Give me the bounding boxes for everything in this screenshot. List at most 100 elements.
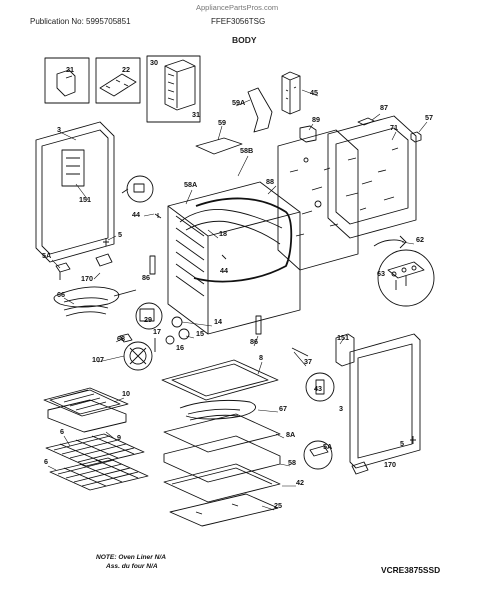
callout-18: 18: [219, 229, 227, 238]
part-45-vent-duct: [281, 71, 301, 115]
callout-62: 62: [416, 235, 424, 244]
part-37-pin: [291, 347, 309, 357]
callout-68: 68: [117, 334, 125, 343]
part-151-right-bracket: [335, 333, 355, 367]
part-9-broiler-pan: [47, 399, 127, 433]
part-107-fan-cover: [123, 341, 153, 371]
part-25-kick-panel: [169, 493, 279, 527]
part-68-fan-blade: [119, 333, 133, 343]
part-86-spacer: [149, 255, 156, 275]
callout-37: 37: [304, 357, 312, 366]
callout-58A: 58A: [184, 180, 197, 189]
part-5A-right-leg: [303, 440, 333, 470]
publication-number: Publication No: 5995705851: [30, 17, 131, 26]
callout-42: 42: [296, 478, 304, 487]
callout-58: 58: [288, 458, 296, 467]
callout-43: 43: [314, 384, 322, 393]
part-5-screw: [103, 238, 109, 246]
callout-9: 9: [117, 433, 121, 442]
part-29-relay: [135, 302, 163, 330]
part-57-clip: [410, 131, 422, 143]
callout-29: 29: [144, 315, 152, 324]
callout-21: 21: [66, 65, 74, 74]
site-watermark: AppliancePartsPros.com: [196, 3, 279, 12]
part-5A-leveling-leg: [55, 262, 71, 280]
callout-25: 25: [274, 501, 282, 510]
callout-labels: 21 22 30 31 45 59A 59 87 89 71 57 3 151 …: [42, 58, 433, 510]
part-14-bulb: [171, 316, 183, 328]
part-42-bottom: [163, 463, 281, 503]
callout-57: 57: [425, 113, 433, 122]
callout-58B: 58B: [240, 146, 253, 155]
callout-107: 107: [92, 355, 104, 364]
callout-45: 45: [310, 88, 318, 97]
part-6-oven-rack-upper: [45, 433, 145, 467]
callout-170-left: 170: [81, 274, 93, 283]
callout-71: 71: [390, 123, 398, 132]
callout-86-left: 86: [142, 273, 150, 282]
part-3-right-side-panel: [349, 333, 421, 469]
part-21-bracket: [44, 57, 90, 104]
part-10-broiler-drawer: [43, 387, 129, 417]
callout-86-right: 86: [250, 337, 258, 346]
callout-30: 30: [150, 58, 158, 67]
callout-6-lower: 6: [44, 457, 48, 466]
part-170-right-leg: [351, 461, 369, 475]
callout-88: 88: [266, 177, 274, 186]
callout-6-upper: 6: [60, 427, 64, 436]
callout-87: 87: [380, 103, 388, 112]
part-59A-duct: [247, 87, 273, 133]
part-8-top-panel: [161, 359, 279, 401]
callout-31: 31: [192, 110, 200, 119]
callout-59: 59: [218, 118, 226, 127]
part-43-bolt: [305, 372, 335, 402]
part-22-bracket: [95, 57, 141, 104]
diagram-code: VCRE3875SSD: [381, 565, 441, 575]
callout-59A: 59A: [232, 98, 245, 107]
callout-151-left: 151: [79, 195, 91, 204]
callout-17: 17: [153, 327, 161, 336]
footnote-line-1: NOTE: Oven Liner N/A: [96, 554, 166, 561]
part-86b-spacer: [255, 315, 262, 335]
callout-89: 89: [312, 115, 320, 124]
part-58-lower-wrapper: [163, 435, 281, 483]
part-66-bake-element: [53, 286, 137, 317]
part-44b-screw: [221, 254, 227, 260]
part-67-broil-element: [179, 399, 256, 421]
part-5-right-screw: [410, 436, 416, 444]
callout-66: 66: [57, 290, 65, 299]
callout-3-right: 3: [339, 404, 343, 413]
callout-5A-right: 5A: [323, 442, 332, 451]
callout-44b: 44: [220, 266, 228, 275]
part-63-terminal-block: [377, 249, 435, 307]
part-44-screw: [154, 213, 162, 219]
part-62-harness: [373, 235, 407, 249]
callout-10: 10: [122, 389, 130, 398]
callout-63: 63: [377, 269, 385, 278]
section-title: BODY: [232, 35, 257, 45]
callout-67: 67: [279, 404, 287, 413]
footnote: NOTE: Oven Liner N/A Ass. du four N/A: [96, 553, 166, 571]
callout-44: 44: [132, 210, 140, 219]
footnote-line-2: Ass. du four N/A: [106, 563, 158, 570]
callout-14: 14: [214, 317, 222, 326]
callout-8: 8: [259, 353, 263, 362]
leader-lines: [47, 89, 428, 511]
part-139-thermostat: [121, 175, 154, 203]
callout-3-left: 3: [57, 125, 61, 134]
part-71-back-panel: [327, 115, 417, 239]
part-170-leg: [95, 253, 113, 267]
callout-15: 15: [196, 329, 204, 338]
callout-5-right: 5: [400, 439, 404, 448]
part-89-bracket: [299, 125, 317, 143]
part-58A-oven-body: [167, 181, 301, 335]
part-6-oven-rack-lower: [49, 457, 149, 491]
part-3-left-side-panel: [35, 121, 115, 263]
part-30-31-vent-assembly: [146, 55, 201, 123]
callout-170-right: 170: [384, 460, 396, 469]
part-18-gasket: [193, 197, 293, 283]
callout-5A-left: 5A: [42, 251, 51, 260]
part-15-lens: [178, 328, 190, 340]
part-88-back-wall: [277, 129, 359, 271]
